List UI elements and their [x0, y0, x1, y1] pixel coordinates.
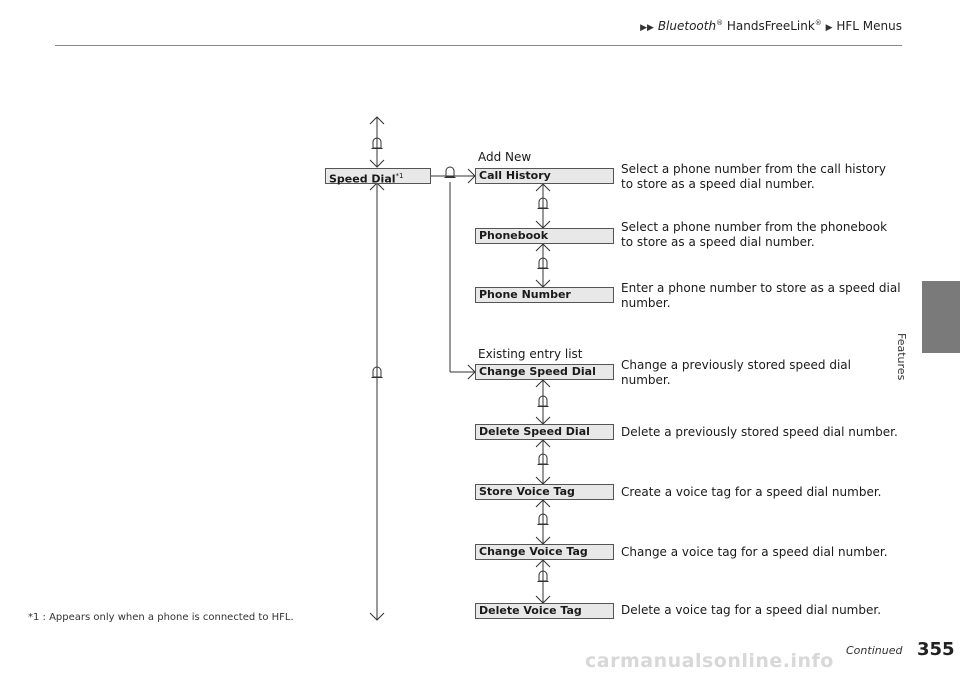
phone-number-menu-item: Phone Number	[475, 287, 614, 303]
arrow-right-icon: ▶	[825, 23, 833, 33]
delete-speed-dial-description: Delete a previously stored speed dial nu…	[621, 425, 898, 439]
breadcrumb-hfl-menus: HFL Menus	[836, 19, 902, 33]
footnote: *1 : Appears only when a phone is connec…	[28, 612, 294, 623]
breadcrumb-handsfreelink: HandsFreeLink	[726, 19, 815, 33]
store-voice-tag-menu-item: Store Voice Tag	[475, 484, 614, 500]
change-voice-tag-menu-item: Change Voice Tag	[475, 544, 614, 560]
delete-voice-tag-menu-item: Delete Voice Tag	[475, 603, 614, 619]
existing-entry-list-label: Existing entry list	[478, 347, 583, 361]
change-voice-tag-description: Change a voice tag for a speed dial numb…	[621, 545, 888, 559]
add-new-label: Add New	[478, 150, 532, 164]
phonebook-description: Select a phone number from the phonebook…	[621, 220, 888, 249]
delete-speed-dial-menu-item: Delete Speed Dial	[475, 424, 614, 440]
continued-label: Continued	[846, 644, 903, 657]
breadcrumb: ▶▶ Bluetooth® HandsFreeLink® ▶ HFL Menus	[640, 19, 902, 33]
arrow-right-icon: ▶▶	[640, 23, 654, 33]
header-divider	[55, 45, 902, 46]
change-speed-dial-description: Change a previously stored speed dial nu…	[621, 358, 851, 387]
phonebook-menu-item: Phonebook	[475, 228, 614, 244]
phone-number-description: Enter a phone number to store as a speed…	[621, 281, 901, 310]
page-number: 355	[917, 639, 955, 660]
call-history-description: Select a phone number from the call hist…	[621, 162, 886, 191]
call-history-menu-item: Call History	[475, 168, 614, 184]
change-speed-dial-menu-item: Change Speed Dial	[475, 364, 614, 380]
speed-dial-menu-item: Speed Dial*1	[325, 168, 431, 186]
section-tab	[922, 281, 960, 353]
breadcrumb-bluetooth: Bluetooth	[657, 19, 717, 33]
delete-voice-tag-description: Delete a voice tag for a speed dial numb…	[621, 603, 882, 617]
store-voice-tag-description: Create a voice tag for a speed dial numb…	[621, 485, 882, 499]
watermark: carmanualsonline.info	[585, 650, 834, 672]
